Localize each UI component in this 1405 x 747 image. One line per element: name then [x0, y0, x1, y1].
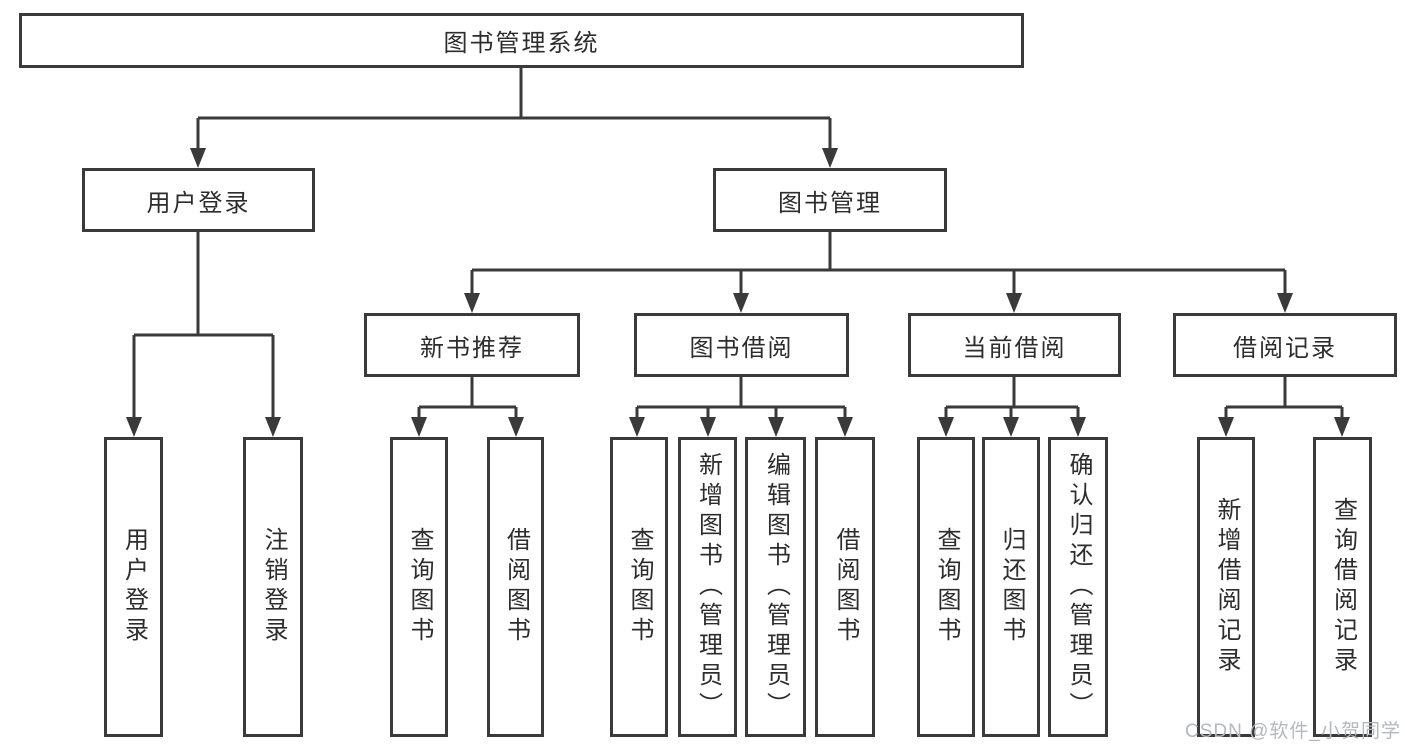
connector-root-to-level2: [190, 68, 838, 168]
leaf-add-book-admin: 新增图书（管理员）: [678, 437, 737, 737]
leaf-query-borrow-record-label: 查询借阅记录: [1329, 497, 1357, 677]
leaf-confirm-return-admin: 确认归还（管理员）: [1048, 437, 1108, 737]
node-new-book-recommend-label: 新书推荐: [420, 334, 524, 362]
node-book-management-label: 图书管理: [778, 189, 882, 217]
leaf-query-books-borrow: 查询图书: [610, 437, 668, 737]
leaf-query-books-recommend-label: 查询图书: [406, 527, 433, 647]
leaf-borrow-books-label: 借阅图书: [832, 527, 859, 647]
node-book-borrow-label: 图书借阅: [689, 334, 794, 362]
leaf-borrow-books: 借阅图书: [815, 437, 875, 737]
connector-book-management-sections: [464, 232, 1293, 313]
node-user-login: 用户登录: [82, 168, 315, 232]
leaf-user-login: 用户登录: [104, 437, 163, 737]
leaf-query-books-borrow-label: 查询图书: [626, 527, 653, 647]
leaf-logout-label: 注销登录: [260, 527, 287, 647]
csdn-watermark: CSDN @软件_小贺同学: [1185, 721, 1401, 742]
leaf-user-login-label: 用户登录: [120, 527, 148, 647]
connector-book-borrow-children: [629, 377, 853, 437]
node-user-login-label: 用户登录: [146, 189, 251, 217]
leaf-return-book: 归还图书: [982, 437, 1040, 737]
leaf-confirm-return-admin-label: 确认归还（管理员）: [1065, 452, 1092, 722]
node-book-borrow: 图书借阅: [634, 313, 849, 377]
node-borrow-records-label: 借阅记录: [1233, 334, 1337, 362]
leaf-borrow-books-recommend: 借阅图书: [487, 437, 544, 737]
node-current-borrow: 当前借阅: [908, 313, 1121, 377]
node-borrow-records: 借阅记录: [1173, 313, 1397, 377]
node-book-management: 图书管理: [713, 168, 947, 232]
leaf-logout: 注销登录: [243, 437, 303, 737]
connector-borrow-records-children: [1218, 377, 1350, 437]
node-new-book-recommend: 新书推荐: [364, 313, 580, 377]
node-library-system-label: 图书管理系统: [443, 30, 600, 57]
connector-current-borrow-children: [938, 377, 1086, 437]
leaf-return-book-label: 归还图书: [998, 527, 1025, 647]
leaf-query-books-current-label: 查询图书: [933, 527, 960, 647]
leaf-query-books-recommend: 查询图书: [390, 437, 448, 737]
leaf-add-borrow-record: 新增借阅记录: [1197, 437, 1255, 737]
node-library-system: 图书管理系统: [19, 13, 1024, 68]
leaf-add-book-admin-label: 新增图书（管理员）: [694, 452, 722, 722]
leaf-borrow-books-recommend-label: 借阅图书: [502, 527, 530, 647]
leaf-query-borrow-record: 查询借阅记录: [1313, 437, 1372, 737]
leaf-edit-book-admin: 编辑图书（管理员）: [745, 437, 806, 737]
connector-new-book-children: [411, 377, 524, 437]
leaf-add-borrow-record-label: 新增借阅记录: [1213, 497, 1240, 677]
connector-user-login-children: [126, 232, 281, 437]
leaf-query-books-current: 查询图书: [917, 437, 975, 737]
leaf-edit-book-admin-label: 编辑图书（管理员）: [762, 452, 790, 722]
node-current-borrow-label: 当前借阅: [962, 334, 1067, 362]
